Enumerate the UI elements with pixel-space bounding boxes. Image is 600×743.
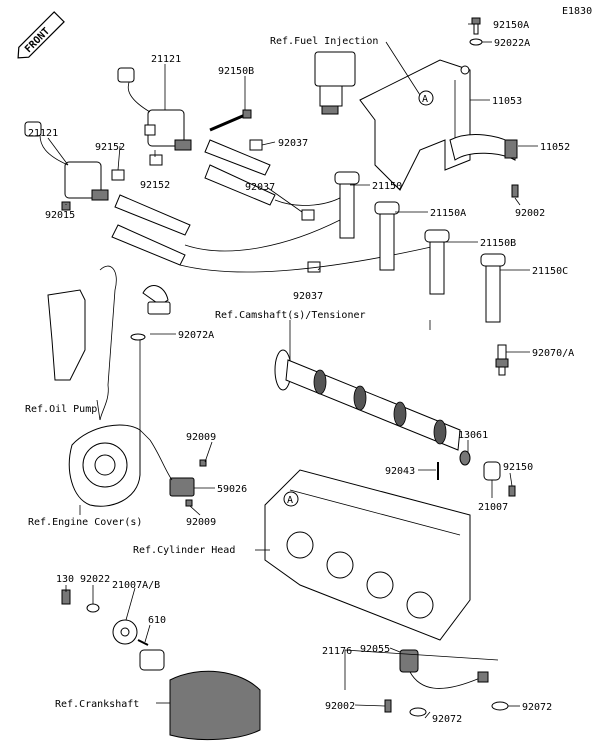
- bolt-92002-upper-icon: [511, 184, 519, 198]
- cylinder-head: [264, 469, 471, 641]
- spacer-92152-left: [111, 169, 125, 181]
- part-label-21007ab[interactable]: 21007A/B: [112, 580, 160, 591]
- part-label-130[interactable]: 130: [56, 574, 74, 585]
- bolt-92150b-icon: [209, 109, 252, 132]
- bolt-92002-lower-icon: [384, 699, 392, 713]
- ref-camshaft-tensioner[interactable]: Ref.Camshaft(s)/Tensioner: [215, 310, 366, 321]
- part-label-92150a[interactable]: 92150A: [493, 20, 529, 31]
- part-label-92150b[interactable]: 92150B: [218, 66, 254, 77]
- clip-92072-right-icon: [491, 701, 509, 711]
- spark-plug-leads: [111, 139, 276, 266]
- ignition-coil-bracket: [359, 59, 471, 191]
- part-label-21150a[interactable]: 21150A: [430, 208, 466, 219]
- ignition-coil-front: [24, 121, 109, 201]
- diagram-id: E1830: [562, 6, 592, 17]
- clamp-92037-b: [301, 209, 315, 221]
- part-label-610[interactable]: 610: [148, 615, 166, 626]
- part-label-92072-right[interactable]: 92072: [522, 702, 552, 713]
- sensor-connector: [130, 285, 171, 441]
- part-label-92022a[interactable]: 92022A: [494, 38, 530, 49]
- part-label-92009-upper[interactable]: 92009: [186, 432, 216, 443]
- bolt-92150a-icon: [471, 17, 481, 35]
- crankshaft: [139, 649, 261, 741]
- camshaft: [274, 349, 461, 451]
- part-label-21150c[interactable]: 21150C: [532, 266, 568, 277]
- part-label-92037-top[interactable]: 92037: [278, 138, 308, 149]
- part-label-59026[interactable]: 59026: [217, 484, 247, 495]
- engine-cover: [68, 424, 141, 507]
- crank-sensor: [149, 439, 195, 497]
- oil-pump-reference-part: [47, 265, 117, 421]
- bolt-130-icon: [61, 589, 71, 605]
- plug-13061-icon: [459, 450, 471, 466]
- harness-line-1: [184, 219, 341, 252]
- part-label-21007[interactable]: 21007: [478, 502, 508, 513]
- part-label-92070a[interactable]: 92070/A: [532, 348, 574, 359]
- part-label-92002-upper[interactable]: 92002: [515, 208, 545, 219]
- washer-92022a-icon: [469, 38, 483, 46]
- callout-a-left: [283, 491, 299, 507]
- part-label-92015[interactable]: 92015: [45, 210, 75, 221]
- part-label-92152-right[interactable]: 92152: [140, 180, 170, 191]
- plug-cap-21150: [334, 171, 360, 239]
- bolt-92009-lower-icon: [185, 499, 193, 507]
- part-label-92043[interactable]: 92043: [385, 466, 415, 477]
- part-label-92072a[interactable]: 92072A: [178, 330, 214, 341]
- callout-a-right-label: A: [422, 94, 428, 105]
- bolt-92150-icon: [508, 485, 516, 497]
- ref-cylinder-head[interactable]: Ref.Cylinder Head: [133, 545, 235, 556]
- part-label-92022[interactable]: 92022: [80, 574, 110, 585]
- plug-cap-21150b: [424, 229, 450, 295]
- ref-engine-cover[interactable]: Ref.Engine Cover(s): [28, 517, 142, 528]
- ref-fuel-injection[interactable]: Ref.Fuel Injection: [270, 36, 378, 47]
- part-label-21150b[interactable]: 21150B: [480, 238, 516, 249]
- part-label-11052[interactable]: 11052: [540, 142, 570, 153]
- part-label-92002-lower[interactable]: 92002: [325, 701, 355, 712]
- timing-rotor: [112, 619, 138, 645]
- cam-position-sensor-21007: [483, 461, 501, 481]
- part-label-11053[interactable]: 11053: [492, 96, 522, 107]
- harness-line-2: [179, 244, 441, 273]
- part-label-92055[interactable]: 92055: [360, 644, 390, 655]
- front-arrow-icon: FRONT: [17, 11, 65, 59]
- part-label-21176[interactable]: 21176: [322, 646, 352, 657]
- callout-a-left-label: A: [287, 495, 293, 506]
- part-label-21150[interactable]: 21150: [372, 181, 402, 192]
- part-label-92072-left[interactable]: 92072: [432, 714, 462, 725]
- part-label-92037-mid[interactable]: 92037: [245, 182, 275, 193]
- part-label-92037-bottom[interactable]: 92037: [293, 291, 323, 302]
- leader-lines: [47, 23, 538, 719]
- bracket-clamp: [449, 134, 518, 161]
- bolt-92009-upper-icon: [199, 459, 207, 467]
- pin-610-icon: [137, 639, 149, 646]
- clip-92072-left-icon: [409, 707, 427, 717]
- ref-oil-pump[interactable]: Ref.Oil Pump: [25, 404, 97, 415]
- plug-cap-21150c: [480, 253, 506, 323]
- part-label-92152-left[interactable]: 92152: [95, 142, 125, 153]
- plug-cap-21150a: [374, 201, 400, 271]
- part-label-92150[interactable]: 92150: [503, 462, 533, 473]
- fuel-injection-unit: [314, 51, 356, 115]
- part-label-21121-rear[interactable]: 21121: [151, 54, 181, 65]
- callout-a-right: [418, 90, 434, 106]
- part-label-13061[interactable]: 13061: [458, 430, 488, 441]
- clamp-92037-a: [249, 139, 263, 151]
- spacer-92152-right: [149, 154, 163, 166]
- part-label-21121-front[interactable]: 21121: [28, 128, 58, 139]
- washer-92022-icon: [86, 603, 100, 613]
- nut-92015-icon: [61, 201, 71, 211]
- part-label-92009-lower[interactable]: 92009: [186, 517, 216, 528]
- ignition-coil-rear: [117, 67, 192, 151]
- sensor-92055: [399, 649, 489, 689]
- ref-crankshaft[interactable]: Ref.Crankshaft: [55, 699, 139, 710]
- spark-plug: [495, 344, 509, 376]
